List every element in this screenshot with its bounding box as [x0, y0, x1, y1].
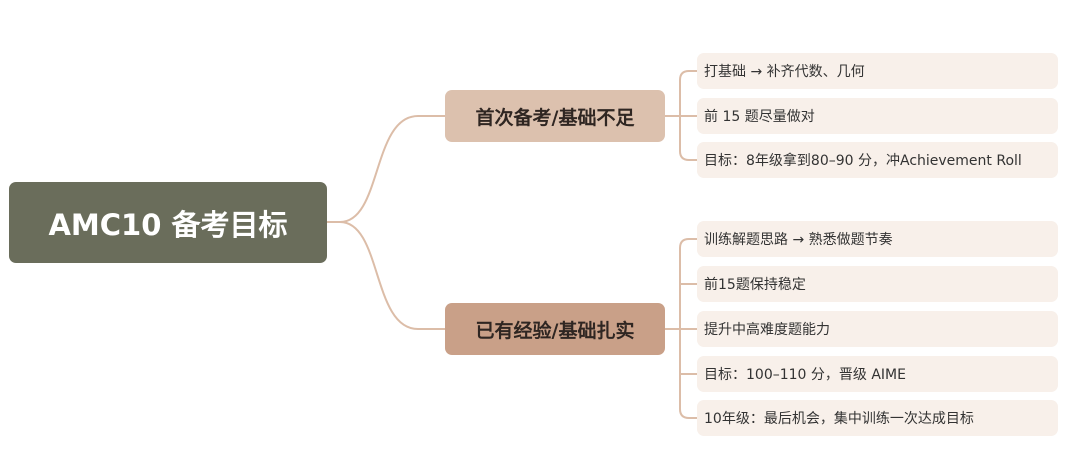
- root-label: AMC10 备考目标: [48, 207, 288, 242]
- connector-branch2-bracket: [679, 238, 698, 419]
- branch-label: 已有经验/基础扎实: [475, 319, 635, 342]
- root-node[interactable]: AMC10 备考目标: [9, 182, 327, 263]
- connector-branch1-bracket: [679, 70, 698, 161]
- leaf-node[interactable]: 目标：8年级拿到80–90 分，冲Achievement Roll: [697, 142, 1058, 178]
- leaf-node[interactable]: 10年级：最后机会，集中训练一次达成目标: [697, 400, 1058, 436]
- leaf-label: 前15题保持稳定: [704, 277, 806, 293]
- connector-root-branch1: [326, 115, 446, 223]
- leaf-node[interactable]: 训练解题思路 → 熟悉做题节奏: [697, 221, 1058, 257]
- leaf-label: 10年级：最后机会，集中训练一次达成目标: [704, 411, 974, 427]
- branch-node-first-time[interactable]: 首次备考/基础不足: [445, 90, 665, 142]
- leaf-label: 打基础 → 补齐代数、几何: [704, 64, 865, 80]
- branch-node-experienced[interactable]: 已有经验/基础扎实: [445, 303, 665, 355]
- leaf-label: 目标：100–110 分，晋级 AIME: [704, 367, 906, 383]
- leaf-node[interactable]: 目标：100–110 分，晋级 AIME: [697, 356, 1058, 392]
- branch-label: 首次备考/基础不足: [475, 106, 635, 129]
- leaf-label: 训练解题思路 → 熟悉做题节奏: [704, 232, 893, 248]
- leaf-label: 提升中高难度题能力: [704, 322, 830, 338]
- leaf-node[interactable]: 前15题保持稳定: [697, 266, 1058, 302]
- leaf-node[interactable]: 打基础 → 补齐代数、几何: [697, 53, 1058, 89]
- connector-root-branch2: [339, 221, 446, 330]
- leaf-label: 前 15 题尽量做对: [704, 109, 815, 125]
- leaf-label: 目标：8年级拿到80–90 分，冲Achievement Roll: [704, 153, 1022, 169]
- leaf-node[interactable]: 提升中高难度题能力: [697, 311, 1058, 347]
- leaf-node[interactable]: 前 15 题尽量做对: [697, 98, 1058, 134]
